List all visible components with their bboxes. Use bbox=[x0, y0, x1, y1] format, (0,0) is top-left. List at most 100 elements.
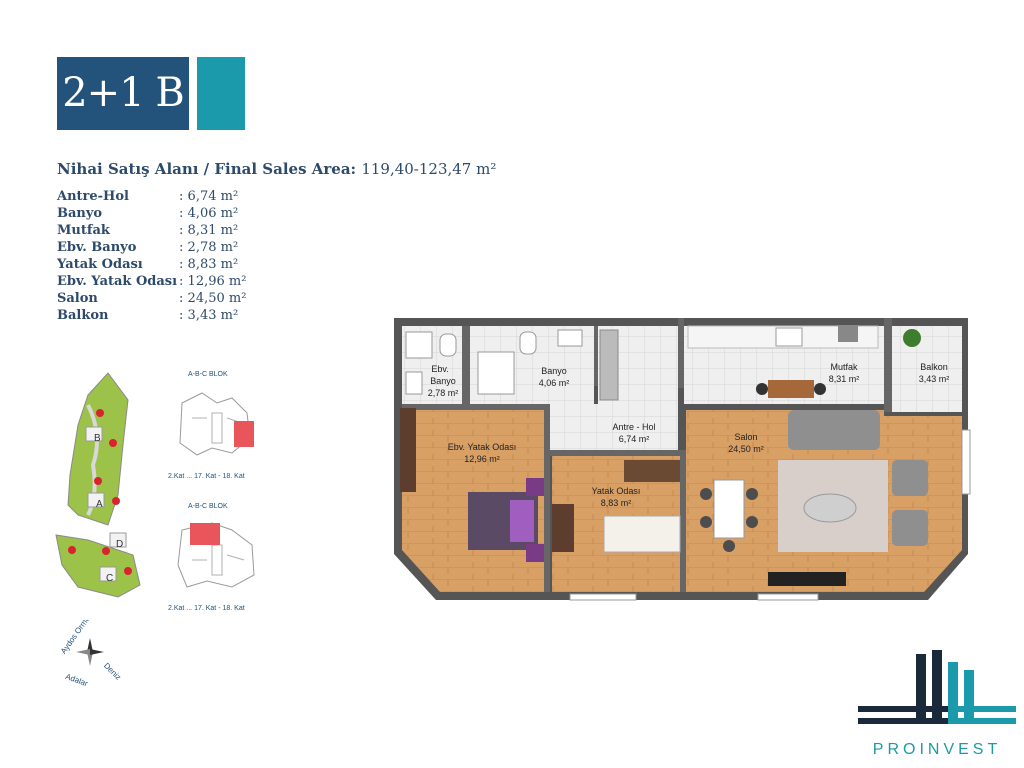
chair-icon bbox=[756, 383, 768, 395]
site-label-b: B bbox=[94, 433, 101, 444]
logo-bar bbox=[948, 706, 1016, 712]
block-1-title: A-B-C BLOK bbox=[188, 371, 228, 378]
nightstand-icon bbox=[526, 544, 544, 562]
table-row: Salon: 24,50 m² bbox=[57, 290, 246, 307]
pillow-icon bbox=[510, 500, 534, 542]
shower-icon bbox=[405, 331, 433, 359]
highlighted-unit bbox=[234, 421, 254, 447]
room-area: : 12,96 m² bbox=[179, 274, 247, 289]
room-name: Ebv. Yatak Odası bbox=[57, 274, 178, 289]
interior-wall bbox=[678, 318, 684, 388]
room-area: : 6,74 m² bbox=[179, 189, 239, 204]
sales-area-label: Nihai Satış Alanı / Final Sales Area: bbox=[57, 160, 357, 178]
compass-east-label: Deniz bbox=[102, 661, 123, 682]
table-row: Mutfak : 8,31 m² bbox=[57, 222, 246, 239]
sink-icon bbox=[557, 329, 583, 347]
room-area: : 2,78 m² bbox=[179, 240, 239, 255]
site-marker bbox=[109, 439, 117, 447]
plan-area-antre: 6,74 m² bbox=[619, 434, 650, 444]
plan-label-ebv-yatak: Ebv. Yatak Odası bbox=[448, 442, 517, 452]
plan-label-mutfak: Mutfak bbox=[830, 362, 858, 372]
interior-wall bbox=[550, 450, 686, 456]
room-name: Banyo bbox=[57, 206, 103, 221]
desk-icon bbox=[552, 504, 574, 552]
sink-icon bbox=[405, 371, 423, 395]
table-row: Ebv. Banyo : 2,78 m² bbox=[57, 239, 246, 256]
highlighted-unit bbox=[190, 523, 220, 545]
kitchen-table-icon bbox=[768, 380, 814, 398]
shower-tray-icon bbox=[477, 351, 515, 395]
interior-wall bbox=[680, 450, 686, 592]
single-bed-icon bbox=[603, 515, 681, 553]
site-marker bbox=[94, 477, 102, 485]
compass-needle-west-icon bbox=[76, 649, 90, 655]
sales-area: Nihai Satış Alanı / Final Sales Area: 11… bbox=[57, 160, 496, 178]
tv-unit-icon bbox=[768, 572, 846, 586]
room-name: Mutfak bbox=[57, 223, 110, 238]
window-icon bbox=[961, 429, 971, 495]
site-plan-south-parcel bbox=[55, 534, 141, 598]
block-1-key-plan bbox=[179, 392, 254, 456]
table-row: Yatak Odası : 8,83 m² bbox=[57, 256, 246, 273]
block-2-key-plan bbox=[177, 522, 255, 588]
hall-corridor-floor bbox=[550, 404, 678, 450]
room-area: : 3,43 m² bbox=[179, 308, 239, 323]
site-label-c: C bbox=[106, 573, 113, 584]
chair-icon bbox=[746, 488, 758, 500]
chair-icon bbox=[700, 488, 712, 500]
room-area: : 24,50 m² bbox=[179, 291, 247, 306]
logo-bar bbox=[858, 706, 958, 712]
room-name: Antre-Hol bbox=[57, 189, 129, 204]
interior-wall bbox=[462, 326, 470, 404]
plan-label-antre: Antre - Hol bbox=[612, 422, 655, 432]
table-row: Antre-Hol : 6,74 m² bbox=[57, 188, 246, 205]
chair-icon bbox=[700, 516, 712, 528]
block-2-title: A-B-C BLOK bbox=[188, 503, 228, 510]
chair-icon bbox=[746, 516, 758, 528]
coffee-table-icon bbox=[803, 493, 857, 523]
window-icon bbox=[569, 593, 637, 601]
site-marker bbox=[102, 547, 110, 555]
room-area: : 8,31 m² bbox=[179, 223, 239, 238]
building-b bbox=[85, 426, 103, 442]
plan-area-balkon: 3,43 m² bbox=[919, 374, 950, 384]
toilet-icon bbox=[439, 333, 457, 357]
room-area: : 8,83 m² bbox=[179, 257, 239, 272]
plan-area-salon: 24,50 m² bbox=[728, 444, 764, 454]
plan-area-banyo: 4,06 m² bbox=[539, 378, 570, 388]
compass-needle-south-icon bbox=[87, 652, 93, 666]
room-area: : 4,06 m² bbox=[179, 206, 239, 221]
compass: Aydos Ormanı Deniz Adalar bbox=[59, 620, 123, 688]
room-name: Ebv. Banyo bbox=[57, 240, 137, 255]
compass-needle-north-icon bbox=[87, 638, 93, 652]
site-marker bbox=[124, 567, 132, 575]
site-marker bbox=[96, 409, 104, 417]
armchair-icon bbox=[892, 510, 928, 546]
building-c bbox=[99, 566, 117, 582]
badge-accent-block bbox=[197, 57, 245, 130]
dining-table-icon bbox=[713, 479, 745, 539]
logo-bar bbox=[932, 650, 942, 718]
block-2-floors: 2.Kat ... 17. Kat - 18. Kat bbox=[168, 605, 245, 612]
plan-label-banyo: Banyo bbox=[541, 366, 567, 376]
wardrobe-icon bbox=[599, 329, 619, 401]
cooktop-icon bbox=[838, 326, 858, 342]
logo-bar bbox=[964, 670, 974, 718]
logo-bar bbox=[948, 718, 1016, 724]
floor-plan: Ebv. Banyo 2,78 m² Banyo 4,06 m² Mutfak … bbox=[394, 318, 971, 601]
brand-name: PROINVEST bbox=[872, 741, 1002, 758]
room-name: Yatak Odası bbox=[57, 257, 143, 272]
site-plan: B A D C bbox=[55, 372, 141, 598]
proinvest-logo-icon bbox=[858, 650, 1016, 724]
site-marker bbox=[112, 497, 120, 505]
table-row: Ebv. Yatak Odası: 12,96 m² bbox=[57, 273, 246, 290]
building-d bbox=[109, 532, 127, 548]
plan-label-yatak: Yatak Odası bbox=[592, 486, 641, 496]
block-1-floors: 2.Kat ... 17. Kat - 18. Kat bbox=[168, 473, 245, 480]
site-marker bbox=[68, 546, 76, 554]
building-a bbox=[87, 492, 105, 508]
room-area-table: Antre-Hol : 6,74 m² Banyo : 4,06 m² Mutfak… bbox=[57, 188, 246, 324]
plan-area-ebv-banyo: 2,78 m² bbox=[428, 388, 459, 398]
wardrobe-icon bbox=[624, 460, 680, 482]
wardrobe-icon bbox=[400, 408, 416, 492]
